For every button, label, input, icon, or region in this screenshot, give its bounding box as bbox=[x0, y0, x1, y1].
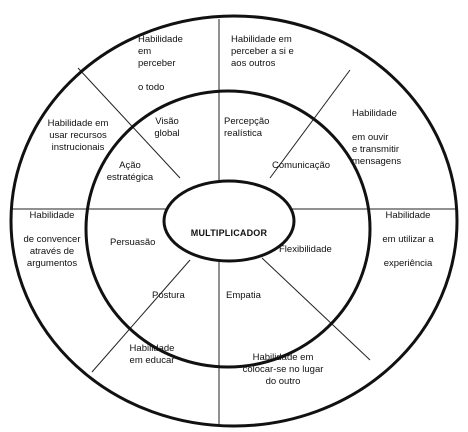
outer-label-utilizar-experiencia: Habilidade em utilizar a experiência bbox=[368, 210, 448, 270]
spoke-top-left bbox=[77, 67, 181, 179]
label-line: Habilidade bbox=[129, 343, 175, 354]
label-line: em bbox=[138, 46, 152, 57]
label-line: instrucionais bbox=[51, 142, 105, 153]
label-line: Flexibilidade bbox=[279, 244, 332, 255]
center-ellipse bbox=[162, 179, 296, 263]
label-line: colocar-se no lugar bbox=[242, 364, 324, 375]
label-line: mensagens bbox=[352, 156, 402, 167]
label-line: Habilidade em bbox=[252, 352, 314, 363]
spoke-bottom-right bbox=[261, 257, 371, 361]
label-line: Percepção bbox=[224, 116, 270, 127]
label-line bbox=[138, 70, 213, 82]
label-line: Habilidade bbox=[29, 210, 75, 221]
label-line: perceber bbox=[138, 58, 176, 69]
label-line: perceber a si e bbox=[231, 46, 294, 57]
label-line: Visão bbox=[155, 116, 179, 127]
label-line bbox=[352, 120, 432, 132]
label-line: estratégica bbox=[106, 172, 154, 183]
label-line bbox=[368, 222, 448, 234]
spoke-top-right bbox=[269, 69, 351, 179]
inner-label-flexibilidade: Flexibilidade bbox=[279, 244, 349, 256]
label-line: do outro bbox=[265, 376, 301, 387]
label-line: em ouvir bbox=[352, 132, 389, 143]
label-line: Ação bbox=[119, 160, 141, 171]
outer-ring bbox=[9, 14, 459, 428]
inner-label-postura: Postura bbox=[152, 290, 202, 302]
label-line: Empatia bbox=[226, 290, 261, 301]
label-line: argumentos bbox=[26, 258, 78, 269]
inner-label-comunicacao: Comunicação bbox=[272, 160, 347, 172]
label-line: e transmitir bbox=[352, 144, 399, 155]
inner-ring bbox=[84, 89, 372, 369]
label-line: usar recursos bbox=[49, 130, 107, 141]
label-line: em utilizar a bbox=[382, 234, 434, 245]
label-line: realística bbox=[224, 128, 263, 139]
label-line bbox=[8, 222, 96, 234]
label-line: Habilidade em bbox=[47, 118, 109, 129]
label-line: aos outros bbox=[231, 58, 276, 69]
inner-label-empatia: Empatia bbox=[226, 290, 276, 302]
label-line: Habilidade bbox=[352, 108, 397, 119]
label-line: Habilidade em bbox=[231, 34, 292, 45]
label-line: global bbox=[154, 128, 180, 139]
center-label-multiplicador: MULTIPLICADOR bbox=[190, 228, 268, 238]
label-line: Comunicação bbox=[272, 160, 331, 171]
label-line bbox=[368, 246, 448, 258]
label-line: em educar bbox=[129, 355, 175, 366]
inner-label-persuasao: Persuasão bbox=[110, 237, 170, 249]
label-line: através de bbox=[29, 246, 75, 257]
label-line: o todo bbox=[138, 82, 165, 93]
label-line: Persuasão bbox=[110, 237, 156, 248]
spoke-bottom-left bbox=[91, 259, 191, 373]
label-line: de convencer bbox=[23, 234, 81, 245]
label-line: Habilidade bbox=[385, 210, 431, 221]
label-line: Habilidade bbox=[138, 34, 183, 45]
label-line: Postura bbox=[152, 290, 185, 301]
label-line: experiência bbox=[383, 258, 433, 269]
